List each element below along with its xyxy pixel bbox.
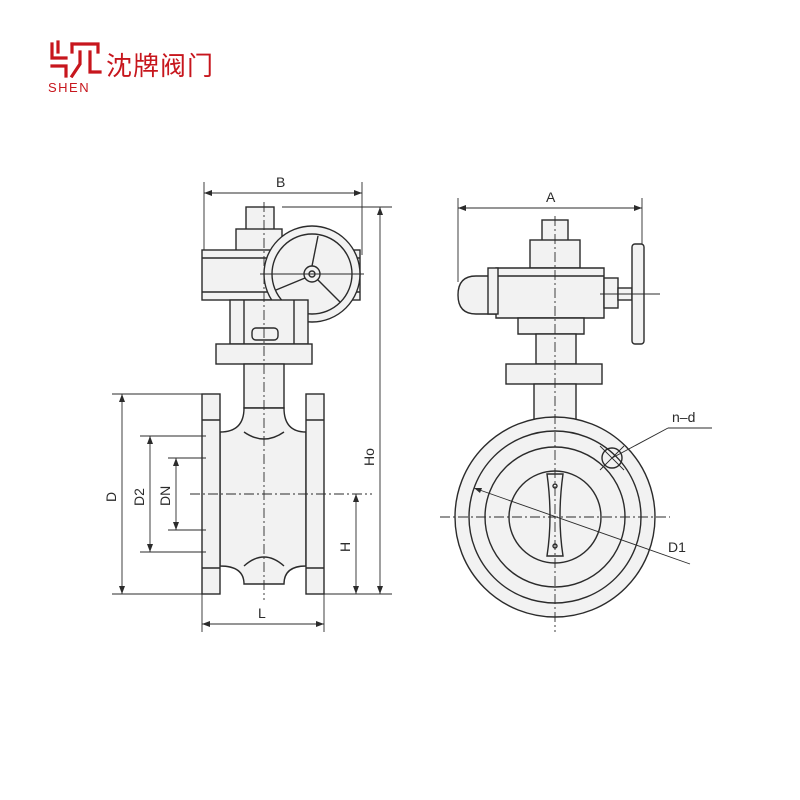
label-D1: D1	[668, 539, 686, 555]
label-B: B	[276, 174, 285, 190]
label-D: D	[103, 492, 119, 502]
front-view: A	[440, 189, 712, 632]
bolt-hole	[601, 447, 623, 469]
brand-name: 沈牌阀门	[106, 52, 215, 82]
label-DN: DN	[157, 486, 173, 506]
brand-logo: SHEN 沈牌阀门	[48, 38, 228, 98]
brand-latin: SHEN	[48, 80, 91, 95]
label-n-d: n–d	[672, 409, 695, 425]
label-D2: D2	[131, 488, 147, 506]
label-A: A	[546, 189, 556, 205]
label-Ho: Ho	[361, 448, 377, 466]
label-L: L	[258, 605, 266, 621]
side-view: B	[103, 174, 392, 632]
logo-mark-icon	[50, 40, 102, 78]
label-H: H	[337, 542, 353, 552]
